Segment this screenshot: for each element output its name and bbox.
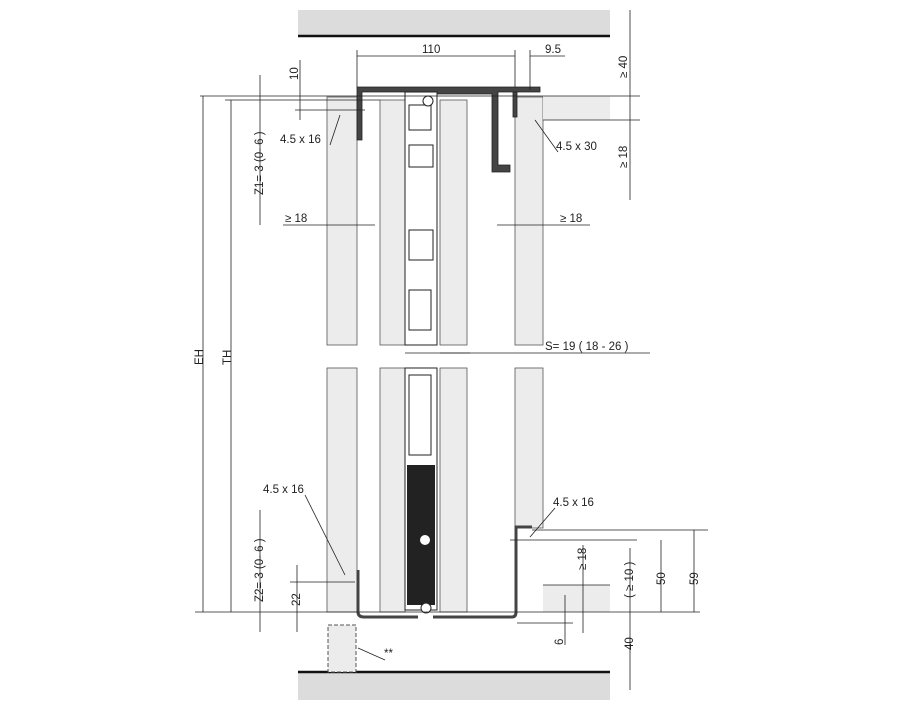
- ceiling-band: [298, 10, 610, 36]
- label-z1: Z1= 3 (0- 6 ): [254, 131, 266, 195]
- label-min-18-left: ≥ 18: [285, 213, 307, 225]
- label-screw-top-right: 4.5 x 30: [556, 141, 597, 153]
- label-z2: Z2= 3 (0- 6 ): [254, 538, 266, 602]
- top-rail-profile: [356, 86, 541, 173]
- label-th: TH: [222, 350, 234, 365]
- floor-band: [298, 672, 610, 700]
- label-screw-top-left: 4.5 x 16: [280, 134, 321, 146]
- label-min-18-top: ≥ 18: [618, 146, 630, 168]
- label-min-10-bottom: ( ≥ 10 ): [624, 561, 636, 598]
- label-10: 10: [289, 67, 301, 80]
- label-22: 22: [291, 593, 303, 606]
- label-s-gap: S= 19 ( 18 - 26 ): [545, 341, 629, 353]
- label-eh: EH: [194, 349, 206, 365]
- label-screw-bottom-left: 4.5 x 16: [263, 484, 304, 496]
- label-6: 6: [554, 639, 566, 645]
- label-screw-bottom-right: 4.5 x 16: [553, 497, 594, 509]
- label-40-bottom: 40: [624, 637, 636, 650]
- label-note-stars: **: [384, 648, 393, 660]
- label-59: 59: [689, 572, 701, 585]
- label-min-18-right: ≥ 18: [560, 213, 582, 225]
- label-min-18-bottom: ≥ 18: [577, 548, 589, 570]
- door-panels: [326, 96, 610, 613]
- label-min-40-top: ≥ 40: [618, 56, 630, 78]
- drive-mechanism: [404, 91, 438, 614]
- dimension-lines: [195, 10, 708, 690]
- label-50: 50: [656, 572, 668, 585]
- floor-guide-pin: [327, 624, 357, 673]
- label-110: 110: [422, 44, 440, 56]
- label-9-5: 9.5: [545, 44, 561, 56]
